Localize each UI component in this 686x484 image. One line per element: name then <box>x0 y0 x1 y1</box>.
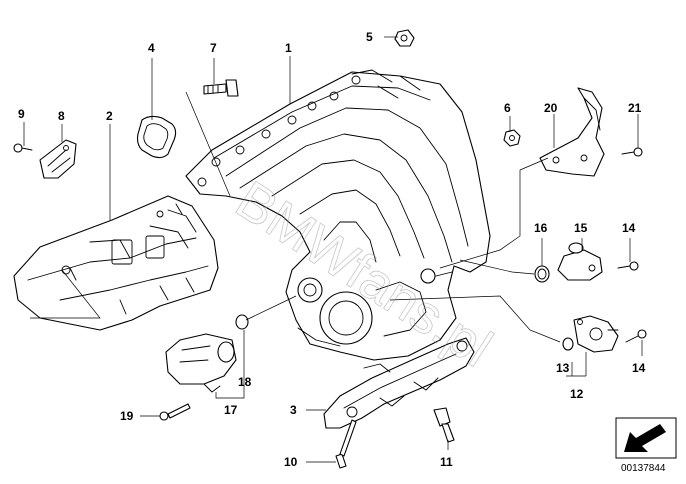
part-20-bracket <box>539 87 605 177</box>
part-9-screw <box>13 143 33 153</box>
part-17-actuator <box>165 333 237 393</box>
callout-labels: 1 2 3 4 5 6 7 8 9 10 11 12 13 14 14 15 1… <box>18 30 646 469</box>
part-4-gasket <box>136 115 177 159</box>
callout-5: 5 <box>366 30 373 44</box>
part-19-screw <box>159 403 191 421</box>
part-10-bolt <box>335 419 357 469</box>
callout-12: 12 <box>570 387 584 401</box>
part-3-support-bracket <box>323 337 475 429</box>
callout-15: 15 <box>574 221 588 235</box>
callout-19: 19 <box>120 409 134 423</box>
leader-lines <box>23 36 643 463</box>
callout-1: 1 <box>285 41 292 55</box>
callout-14-top: 14 <box>622 221 636 235</box>
callout-7: 7 <box>210 41 217 55</box>
part-18-o-ring <box>235 314 249 330</box>
callout-3: 3 <box>290 403 297 417</box>
callout-13: 13 <box>556 361 570 375</box>
callout-4: 4 <box>148 41 155 55</box>
callout-16: 16 <box>534 221 548 235</box>
part-13-o-ring <box>562 337 574 351</box>
part-1-intake-manifold <box>185 69 491 361</box>
part-7-bolt <box>203 79 239 97</box>
part-12-sensor <box>573 315 619 353</box>
callout-10: 10 <box>284 455 298 469</box>
part-15-connector <box>557 242 603 281</box>
document-number: 00137844 <box>621 463 666 474</box>
part-6-nut <box>503 129 521 147</box>
part-14-screw-bottom <box>625 329 647 343</box>
callout-11: 11 <box>440 455 453 469</box>
part-11-bolt <box>433 407 455 443</box>
part-21-screw <box>621 147 643 157</box>
callout-6: 6 <box>504 101 511 115</box>
part-8-clip <box>39 139 77 179</box>
part-2-cover <box>13 195 219 331</box>
part-14-screw-top <box>617 261 639 271</box>
callout-8: 8 <box>58 109 65 123</box>
callout-20: 20 <box>544 101 558 115</box>
part-5-nut <box>394 29 415 47</box>
callout-14-bottom: 14 <box>632 361 646 375</box>
callout-18: 18 <box>238 375 252 389</box>
callout-2: 2 <box>106 109 113 123</box>
part-16-seal-ring <box>534 265 550 283</box>
navigation-arrow-box[interactable] <box>615 417 677 459</box>
callout-21: 21 <box>628 101 642 115</box>
callout-17: 17 <box>224 403 238 417</box>
callout-9: 9 <box>18 107 25 121</box>
arrow-down-left-icon <box>624 424 666 452</box>
